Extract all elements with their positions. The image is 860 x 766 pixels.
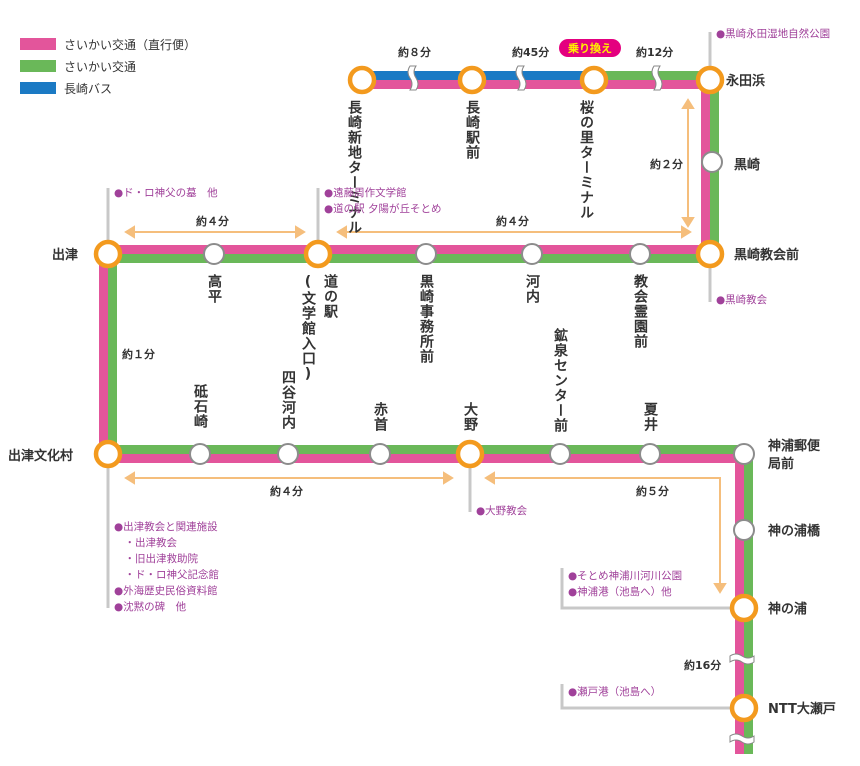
station-kounoura-bashi: 神の浦橋 <box>768 524 821 539</box>
station-nagasaki-eki: 長崎駅前 <box>464 100 480 160</box>
station-marker-kurosaki <box>701 151 723 173</box>
leader-lines <box>106 32 744 710</box>
station-kawachi: 河内 <box>524 274 540 304</box>
station-marker-kounoura-bashi <box>733 519 755 541</box>
landmark-shitsu-bunka-2: ・出津教会 <box>114 537 177 549</box>
station-marker-sakuranosato <box>579 65 609 95</box>
time-label: 約４分 <box>496 215 529 228</box>
minor-stations <box>189 151 755 541</box>
landmark-michinoeki-2: ●道の駅 夕陽が丘そとめ <box>324 203 442 215</box>
station-marker-toishizaki <box>189 443 211 465</box>
legend-label-saikai: さいかい交通 <box>64 60 137 74</box>
time-label: 約４分 <box>196 215 229 228</box>
station-nagatahama: 永田浜 <box>726 74 766 89</box>
landmark-shitsu-bunka-3: ・旧出津救助院 <box>114 553 198 565</box>
station-kounoura: 神の浦 <box>768 602 808 617</box>
station-marker-akakubi <box>369 443 391 465</box>
station-shitsu: 出津 <box>52 248 79 263</box>
legend-swatch-pink <box>20 38 56 50</box>
station-kounoura-post: 神浦郵便局前 <box>768 439 821 472</box>
route-middle <box>108 245 710 263</box>
landmark-kurosaki-kyokai: ●黒崎教会 <box>716 294 768 306</box>
station-ntt-ose: NTT大瀬戸 <box>768 702 836 717</box>
time-label: 約４分 <box>270 485 303 498</box>
station-marker-natsui <box>639 443 661 465</box>
time-label: 約８分 <box>398 46 431 59</box>
station-akakubi: 赤首 <box>372 402 388 432</box>
station-marker-nagasaki-shinchi <box>347 65 377 95</box>
station-marker-kurosaki-kyokai <box>695 239 725 269</box>
station-marker-ntt <box>729 693 759 723</box>
station-marker-kyokai-reien <box>629 243 651 265</box>
landmark-shitsu-top: ●ド・ロ神父の墓 他 <box>114 187 218 199</box>
station-sakuranosato: 桜の里ターミナル <box>578 100 594 220</box>
time-label: 約12分 <box>636 46 674 59</box>
legend-swatch-blue <box>20 82 56 94</box>
legend-swatch-green <box>20 60 56 72</box>
station-takahira: 高平 <box>206 274 222 304</box>
major-stations <box>93 65 759 723</box>
station-marker-ono <box>455 439 485 469</box>
landmark-nagatahama: ●黒崎永田湿地自然公園 <box>716 28 831 40</box>
landmark-kounoura-2: ●神浦港（池島へ）他 <box>568 586 672 598</box>
time-label: 約16分 <box>684 659 722 672</box>
transfer-badge: 乗り換え <box>559 39 621 57</box>
station-marker-takahira <box>203 243 225 265</box>
station-marker-shitsu <box>93 239 123 269</box>
station-marker-kurosaki-jimusho <box>415 243 437 265</box>
station-marker-kounoura <box>729 593 759 623</box>
station-toishizaki: 砥石崎 <box>192 384 208 429</box>
station-marker-kosen <box>549 443 571 465</box>
station-kurosaki: 黒崎 <box>734 158 761 173</box>
station-shitsu-bunka: 出津文化村 <box>8 449 74 464</box>
time-label: 約５分 <box>636 485 669 498</box>
station-kurosaki-kyokai: 黒崎教会前 <box>734 248 800 263</box>
route-lower <box>108 445 744 463</box>
station-kurosaki-jimusho: 黒崎事務所前 <box>418 274 434 364</box>
landmark-michinoeki-1: ●遠藤周作文学館 <box>324 187 407 199</box>
station-marker-kounoura-post <box>733 443 755 465</box>
legend-label-nagasaki-bus: 長崎バス <box>64 82 113 96</box>
station-marker-michinoeki <box>303 239 333 269</box>
station-kyokai-reien: 教会霊園前 <box>632 274 648 349</box>
station-marker-shitsu-bunka <box>93 439 123 469</box>
station-marker-nagatahama <box>695 65 725 95</box>
station-marker-kawachi <box>521 243 543 265</box>
landmark-ono: ●大野教会 <box>476 505 528 517</box>
landmark-shitsu-bunka-4: ・ド・ロ神父記念館 <box>114 569 219 581</box>
station-michinoeki: 道の駅 <box>322 274 338 319</box>
station-yotanigawachi: 四谷河内 <box>280 370 296 430</box>
station-marker-nagasaki-eki <box>457 65 487 95</box>
route-left <box>99 254 117 454</box>
station-natsui: 夏井 <box>642 402 658 432</box>
landmark-shitsu-bunka-1: ●出津教会と関連施設 <box>114 521 218 533</box>
landmark-shitsu-bunka-6: ●沈黙の碑 他 <box>114 601 187 613</box>
time-label: 約２分 <box>650 158 683 171</box>
landmark-shitsu-bunka-5: ●外海歴史民俗資料館 <box>114 585 218 597</box>
station-marker-yotanigawachi <box>277 443 299 465</box>
station-nagasaki-shinchi: 長崎新地ターミナル <box>346 100 362 235</box>
time-arrows <box>124 98 727 594</box>
station-kosen: 鉱泉センター前 <box>552 328 568 433</box>
station-michinoeki-sub: (文学館入口) <box>300 274 316 383</box>
legend-label-direct: さいかい交通（直行便） <box>64 38 197 52</box>
station-ono: 大野 <box>462 402 478 432</box>
break-marks <box>407 65 755 745</box>
time-label: 約45分 <box>512 46 550 59</box>
time-label: 約１分 <box>122 348 155 361</box>
landmark-ntt: ●瀬戸港（池島へ） <box>568 686 662 698</box>
landmark-kounoura-1: ●そとめ神浦川河川公園 <box>568 570 683 582</box>
